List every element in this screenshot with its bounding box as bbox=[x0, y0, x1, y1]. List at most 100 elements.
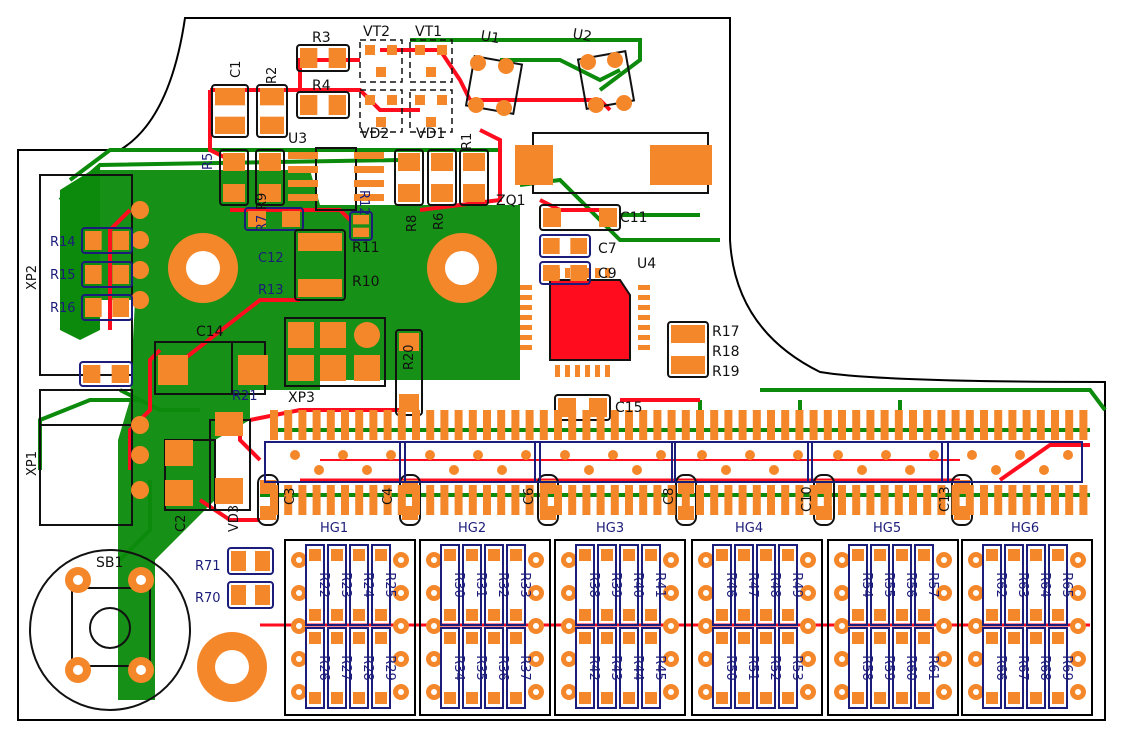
label-r70: R70 bbox=[195, 591, 221, 606]
header-pin bbox=[809, 410, 818, 440]
label-c7: C7 bbox=[598, 241, 617, 257]
smd-part bbox=[81, 261, 133, 288]
label-r10: R10 bbox=[352, 274, 380, 290]
smd-part bbox=[395, 329, 423, 416]
hg-resistor: R25 bbox=[371, 544, 397, 626]
header-pin bbox=[980, 485, 988, 515]
label-c8: C8 bbox=[662, 488, 677, 505]
hg-resistor-label: R61 bbox=[925, 655, 940, 681]
hg-resistor: R33 bbox=[506, 544, 532, 626]
label-c14: C14 bbox=[196, 324, 224, 340]
hg-resistor-label: R25 bbox=[382, 572, 397, 598]
smd-part bbox=[539, 204, 621, 231]
u1-component bbox=[464, 55, 524, 116]
hg-resistor-label: R41 bbox=[652, 572, 667, 598]
hg-resistor: R53 bbox=[778, 627, 804, 709]
label-hg6: HG6 bbox=[1011, 521, 1039, 536]
header-pin bbox=[1008, 410, 1017, 440]
label-r9: R9 bbox=[255, 193, 270, 210]
board-outline bbox=[17, 17, 1106, 721]
label-c10: C10 bbox=[800, 486, 815, 512]
header-pin bbox=[412, 410, 420, 440]
label-r8: R8 bbox=[405, 215, 420, 232]
header-pin bbox=[866, 485, 875, 515]
header-pin bbox=[270, 485, 278, 515]
header-pin bbox=[823, 485, 832, 515]
label-r15: R15 bbox=[50, 268, 76, 283]
header-pin bbox=[752, 410, 761, 440]
header-pin bbox=[880, 410, 889, 440]
header-pin bbox=[980, 410, 988, 440]
u2-component bbox=[576, 50, 636, 113]
header-pin bbox=[610, 485, 619, 515]
label-u3: U3 bbox=[288, 131, 307, 147]
smd-part bbox=[349, 211, 373, 241]
header-pin bbox=[909, 410, 917, 440]
header-pin bbox=[525, 410, 534, 440]
header-pin bbox=[326, 410, 335, 440]
header-pin bbox=[994, 485, 1003, 515]
smd-part bbox=[296, 91, 350, 119]
label-r2: R2 bbox=[265, 67, 280, 84]
smd-part bbox=[256, 84, 288, 138]
label-vt2: VT2 bbox=[363, 24, 390, 40]
header-pin bbox=[468, 410, 477, 440]
hg-resistor: R69 bbox=[1048, 627, 1074, 709]
header-pin bbox=[511, 485, 520, 515]
header-pin bbox=[1065, 410, 1074, 440]
hg-resistor-label: R45 bbox=[652, 655, 667, 681]
smd-part bbox=[79, 361, 133, 387]
header-pin bbox=[951, 485, 960, 515]
header-pin bbox=[568, 485, 577, 515]
header-pin bbox=[823, 410, 832, 440]
smd-part bbox=[667, 321, 709, 378]
smd-part bbox=[539, 261, 591, 285]
header-pin bbox=[852, 410, 861, 440]
header-pin bbox=[681, 410, 690, 440]
label-r14: R14 bbox=[50, 235, 76, 250]
header-pin bbox=[369, 410, 378, 440]
smd-part bbox=[81, 227, 133, 254]
header-pin bbox=[994, 410, 1003, 440]
header-pin bbox=[355, 410, 364, 440]
label-c3: C3 bbox=[283, 488, 298, 505]
label-hg1: HG1 bbox=[320, 521, 348, 536]
header-pin bbox=[1008, 485, 1017, 515]
header-pin bbox=[397, 485, 406, 515]
header-pin bbox=[667, 410, 676, 440]
header-pin bbox=[312, 485, 321, 515]
vt-vd-cluster bbox=[359, 39, 453, 133]
hg-resistor-label: R29 bbox=[382, 655, 397, 681]
label-r16: R16 bbox=[50, 301, 76, 316]
c14-capacitor bbox=[154, 341, 268, 395]
header-pin bbox=[312, 410, 321, 440]
xp2-connector bbox=[39, 174, 149, 376]
header-pin bbox=[965, 485, 974, 515]
header-pin bbox=[838, 410, 846, 440]
label-xp2: XP2 bbox=[25, 265, 40, 290]
header-pin bbox=[852, 485, 861, 515]
hg-resistor-label: R33 bbox=[517, 572, 532, 598]
label-u4: U4 bbox=[637, 256, 656, 272]
header-pin bbox=[539, 410, 548, 440]
hg-resistor: R41 bbox=[641, 544, 667, 626]
header-pin bbox=[554, 410, 562, 440]
header-pin bbox=[951, 410, 960, 440]
header-pin bbox=[554, 485, 562, 515]
sb1-button bbox=[29, 549, 191, 711]
header-pin bbox=[653, 485, 662, 515]
header-pin bbox=[497, 485, 506, 515]
header-pin bbox=[724, 410, 733, 440]
smd-part bbox=[227, 547, 274, 575]
label-u1: U1 bbox=[479, 28, 501, 47]
hg-resistor-label: R65 bbox=[1059, 572, 1074, 598]
header-pin bbox=[326, 485, 335, 515]
hg-resistor-label: R57 bbox=[925, 572, 940, 598]
header-pin bbox=[937, 410, 946, 440]
header-pin bbox=[426, 485, 435, 515]
header-pin bbox=[284, 410, 293, 440]
smd-part bbox=[394, 149, 424, 206]
